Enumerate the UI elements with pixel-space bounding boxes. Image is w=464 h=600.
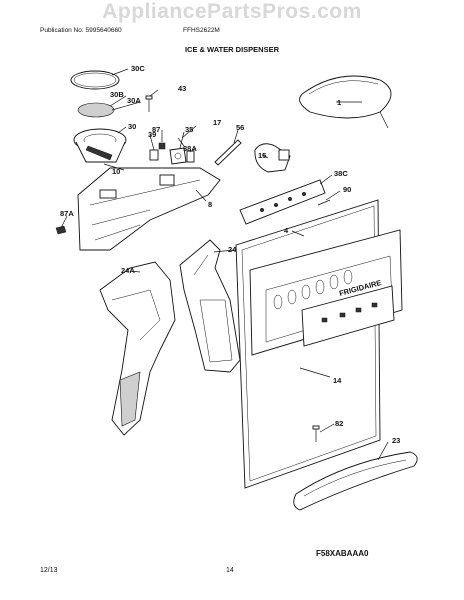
callout-87a: 87A <box>60 209 74 218</box>
callout-30a: 30A <box>127 96 141 105</box>
part-30b-screen <box>77 102 115 118</box>
part-24-chute <box>179 239 241 373</box>
publication-number: Publication No: 5995640660 <box>40 27 122 34</box>
part-90-screw <box>317 199 331 206</box>
part-1-tubing <box>299 75 392 129</box>
page-title: ICE & WATER DISPENSER <box>184 45 280 54</box>
part-35-actuator <box>169 147 187 165</box>
part-56-rod <box>214 139 242 166</box>
footer-page-number: 14 <box>226 567 234 574</box>
callout-8: 8 <box>208 200 212 209</box>
part-87a-clip <box>55 225 67 235</box>
part-43-screw <box>145 95 153 112</box>
part-8-housing <box>77 167 221 251</box>
callout-1: 1 <box>337 98 341 107</box>
watermark: AppliancePartsPros.com <box>102 0 362 23</box>
callout-30b: 30B <box>110 90 124 99</box>
callout-87: 87 <box>152 125 160 134</box>
part-30c-gasket <box>70 70 120 90</box>
figure-code: F58XABAAA0 <box>316 549 369 558</box>
part-23-drip-tray <box>293 451 418 511</box>
callout-43: 43 <box>178 84 186 93</box>
callout-14: 14 <box>333 376 342 385</box>
callout-82: 82 <box>335 419 343 428</box>
callout-17: 17 <box>213 118 221 127</box>
part-38c-board <box>239 179 326 225</box>
callout-90: 90 <box>343 185 351 194</box>
callout-15: 15 <box>258 151 266 160</box>
callout-24: 24 <box>228 245 237 254</box>
callout-56: 56 <box>236 123 244 132</box>
callout-24a: 24A <box>121 266 135 275</box>
callout-30c: 30C <box>131 64 145 73</box>
part-30-funnel <box>73 128 127 163</box>
leader-lines <box>60 68 389 461</box>
model-number: FFHS2622M <box>183 27 220 34</box>
callout-23: 23 <box>392 436 400 445</box>
part-39-bracket <box>149 149 159 161</box>
part-4-frame: FRIGIDAIRE <box>235 199 403 489</box>
part-87-clip <box>158 142 166 150</box>
part-17-pin <box>177 137 185 147</box>
callout-38a: 38A <box>183 144 197 153</box>
part-24a-arm <box>99 261 176 436</box>
callout-35: 35 <box>185 125 193 134</box>
callout-38c: 38C <box>334 169 348 178</box>
part-82-screw <box>312 425 320 442</box>
callout-30: 30 <box>128 122 136 131</box>
part-38a-lever <box>186 150 195 163</box>
part-15-valve <box>254 143 291 173</box>
callout-39: 39 <box>148 130 156 139</box>
callout-4: 4 <box>284 226 289 235</box>
footer-date: 12/13 <box>40 567 58 574</box>
callout-10: 10 <box>112 167 120 176</box>
